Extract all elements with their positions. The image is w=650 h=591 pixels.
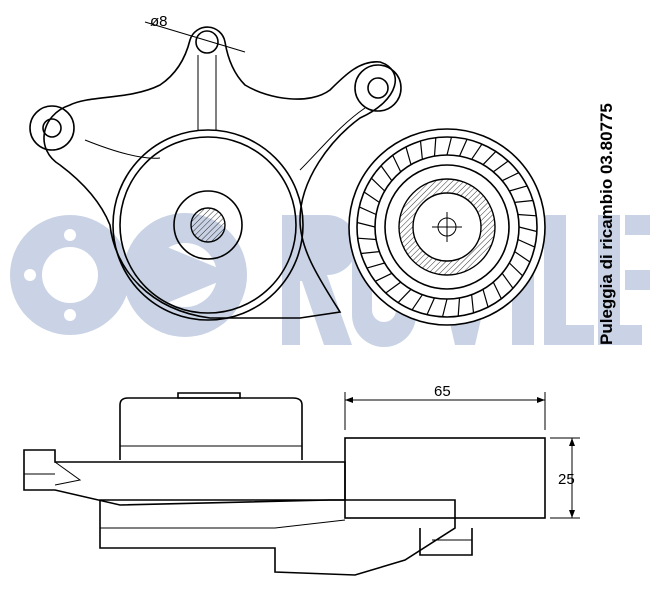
pulley-rib [501,272,514,289]
tensioner-arm-top-view: ø8 [29,13,402,321]
pulley-rib [359,206,377,216]
pulley-rib [370,177,386,192]
pulley-rib [392,154,402,173]
pulley-rib [357,237,377,241]
pulley-rib [458,139,468,157]
pulley-rib [514,199,534,203]
pulley-width-label: 65 [434,383,451,400]
pulley-rib [501,172,520,182]
pulley-rib [441,298,448,318]
pulley-rib [446,136,453,156]
pulley-rib [457,297,461,317]
hole-diameter-label: ø8 [150,13,168,30]
spare-part-note: Puleggia di ricambio 03.80775 [597,103,616,345]
pulley-rib [492,281,502,300]
pulley-rib [492,160,509,173]
pulley-top-view [348,128,546,326]
pulley-rib [508,262,524,277]
pulley-rib [426,297,436,315]
pulley-rib [482,289,489,308]
pulley-rib [385,281,402,294]
pulley-rib [366,262,385,269]
ruville-logo-watermark [10,213,650,347]
pulley-rib [518,226,538,233]
tensioner-side-view: 65 25 [23,383,580,576]
pulley-rib [405,146,412,165]
pulley-rib [471,143,483,160]
pulley-rib [482,150,497,166]
pulley-rib [380,165,393,182]
pulley-rib [509,185,528,192]
pulley-rib [374,272,393,282]
pulley-rib [517,238,535,248]
pulley-rib [363,191,380,203]
pulley-height-label: 25 [558,471,575,488]
pulley-rib [471,294,475,314]
pulley-rib [397,288,412,304]
pulley-rib [360,251,380,255]
pulley-rib [514,251,531,263]
pulley-rib [356,221,376,228]
pulley-rib [419,140,423,160]
pulley-rib [517,213,537,217]
pulley-rib [433,137,437,157]
pulley-rib [411,294,423,311]
